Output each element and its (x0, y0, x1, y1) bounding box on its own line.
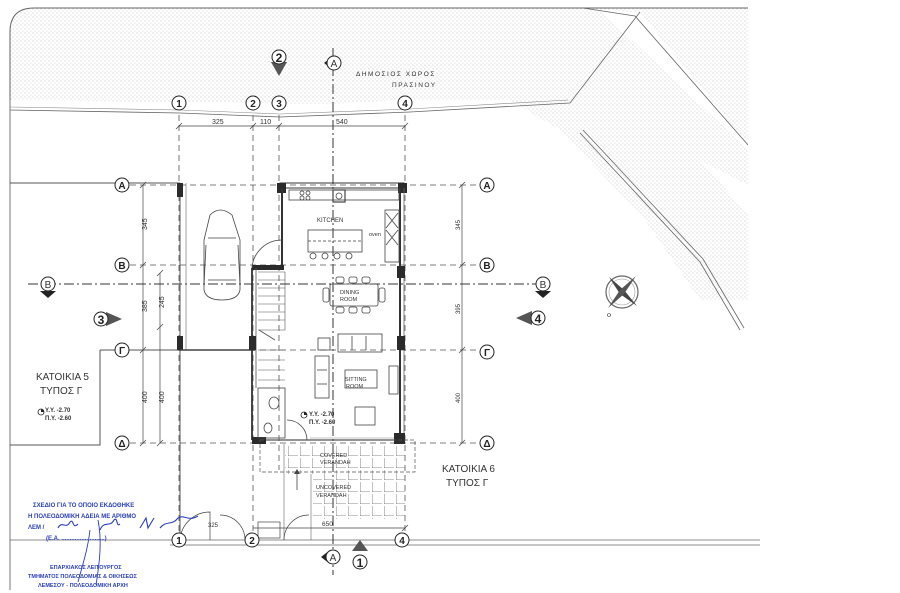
neighbour-house-5-outline (10, 182, 180, 446)
level-mid-yy: Υ.Υ. -2.70 (309, 412, 335, 418)
view-marker-4 (516, 310, 546, 326)
section-a-bottom-label: A (330, 553, 337, 564)
grid-row-a-right: Α (483, 181, 490, 192)
carport (177, 183, 255, 540)
view-marker-3 (93, 311, 122, 327)
sitting-room-furniture (314, 333, 399, 426)
verandah (259, 439, 416, 540)
view-1-label: 1 (357, 556, 364, 570)
level-mid-py: Π.Υ. -2.60 (309, 420, 336, 426)
view-marker-2 (271, 49, 287, 76)
grid-col-1-bottom: 1 (176, 536, 182, 547)
dim-345-left: 345 (142, 218, 149, 230)
level-marker-left (37, 408, 45, 416)
grid-col-3-top: 3 (276, 99, 282, 110)
grid-bubbles-bottom (171, 532, 410, 548)
uncovered-verandah-1: UNCOVERED (316, 485, 351, 491)
top-dimension-line (175, 122, 409, 130)
dining-label-2: ROOM (340, 297, 358, 303)
section-marker-b-right (535, 276, 551, 298)
grid-row-g-right: Γ (484, 348, 490, 359)
stamp-line-4: (Ε.Α. ..........................) (46, 536, 107, 542)
stamp-line-2: Η ΠΟΛΕΟΔΟΜΙΚΗ ΑΔΕΙΑ ΜΕ ΑΡΙΘΜΟ (28, 514, 136, 520)
view-marker-1 (352, 540, 368, 570)
dim-395-right: 395 (456, 303, 462, 314)
covered-verandah-2: VERANDAH (320, 460, 351, 466)
grid-col-4-bottom: 4 (399, 536, 405, 547)
grid-bubbles-right (479, 177, 495, 451)
dim-345-right: 345 (456, 219, 462, 230)
grid-row-d-left: Δ (118, 439, 125, 450)
dim-325: 325 (212, 119, 224, 126)
section-marker-a-bottom (321, 549, 341, 565)
bottom-boundary (10, 539, 760, 546)
right-dimension-line (458, 181, 466, 447)
section-b-right-label: B (540, 280, 547, 291)
grid-bubbles-top (171, 95, 413, 111)
house-6-label-1: ΚΑΤΟΙΚΙΑ 6 (442, 464, 495, 475)
north-arrow-icon (605, 275, 639, 317)
dim-385-left: 385 (142, 300, 149, 312)
section-marker-a-top (324, 55, 342, 71)
section-marker-b-left (40, 276, 56, 298)
grid-row-a-left: Α (118, 181, 125, 192)
car-icon (203, 209, 241, 301)
kitchen (251, 189, 400, 269)
public-space-label-2: ΠΡΑΣΙΝΟΥ (392, 82, 437, 89)
view-2-label: 2 (276, 51, 283, 65)
grid-bubbles-left (114, 177, 130, 451)
dim-400-right: 400 (456, 392, 462, 403)
staircase (258, 271, 286, 381)
level-marker-mid (300, 411, 308, 419)
uncovered-verandah-2: VERANDAH (316, 493, 347, 499)
stamp-line-7: ΛΕΜΕΣΟΥ - ΠΟΛΕΟΔΟΜΙΚΗ ΑΡΧΗ (38, 583, 128, 589)
grid-col-1-top: 1 (176, 99, 182, 110)
dining-table (322, 276, 386, 314)
dim-110: 110 (260, 119, 271, 126)
stamp-line-1: ΣΧΕΔΙΟ ΓΙΑ ΤΟ ΟΠΟΙΟ ΕΚΔΟΘΗΚΕ (33, 503, 134, 509)
grid-row-g-left: Γ (119, 346, 125, 357)
kitchen-label: KITCHEN (317, 218, 343, 224)
grid-row-b-left: Β (118, 261, 125, 272)
covered-verandah-1: COVERED (320, 453, 347, 459)
horizontal-grid-lines (130, 184, 480, 444)
stamp-line-3: ΛΕΜ / (28, 525, 45, 531)
dim-325-bottom: 325 (208, 523, 219, 529)
public-space-label-1: ΔΗΜΟΣΙΟΣ ΧΩΡΟΣ (356, 71, 436, 78)
stamp-line-6: ΤΜΗΜΑΤΟΣ ΠΟΛΕΟΔΟΜΙΑΣ & ΟΙΚΗΣΕΩΣ (28, 574, 138, 580)
grid-col-2-top: 2 (250, 99, 256, 110)
stamp-line-5: ΕΠΑΡΧΙΑΚΟΣ ΛΕΙΤΟΥΡΓΟΣ (50, 565, 122, 571)
dining-label-1: DINING (340, 290, 359, 296)
sitting-label-2: ROOM (346, 384, 364, 390)
dim-400-inner: 400 (159, 391, 166, 403)
house-6-label-2: ΤΥΠΟΣ Γ (446, 478, 489, 489)
house-5-label-1: ΚΑΤΟΙΚΙΑ 5 (36, 372, 89, 383)
view-3-label: 3 (98, 313, 105, 327)
dim-400-left: 400 (142, 391, 149, 403)
level-left-yy: Υ.Υ. -2.70 (45, 408, 71, 414)
sitting-label-1: SITTING (345, 377, 367, 383)
view-4-label: 4 (535, 312, 542, 326)
section-a-top-label: A (331, 59, 338, 70)
dim-540: 540 (336, 119, 348, 126)
grid-col-4-top: 4 (402, 99, 408, 110)
left-dimension-lines (139, 181, 164, 447)
section-b-left-label: B (45, 280, 52, 291)
grid-row-d-right: Δ (483, 439, 490, 450)
wc (257, 387, 308, 441)
public-green-space (9, 0, 900, 593)
level-left-py: Π.Υ. -2.60 (45, 416, 72, 422)
grid-col-2-bottom: 2 (249, 536, 255, 547)
grid-row-b-right: Β (483, 261, 490, 272)
dim-650: 650 (322, 521, 333, 528)
oven-label: oven (369, 232, 381, 238)
approval-stamp: ΣΧΕΔΙΟ ΓΙΑ ΤΟ ΟΠΟΙΟ ΕΚΔΟΘΗΚΕ Η ΠΟΛΕΟΔΟΜΙ… (28, 503, 199, 589)
dim-245-left: 245 (159, 296, 166, 308)
house-5-label-2: ΤΥΠΟΣ Γ (40, 386, 83, 397)
